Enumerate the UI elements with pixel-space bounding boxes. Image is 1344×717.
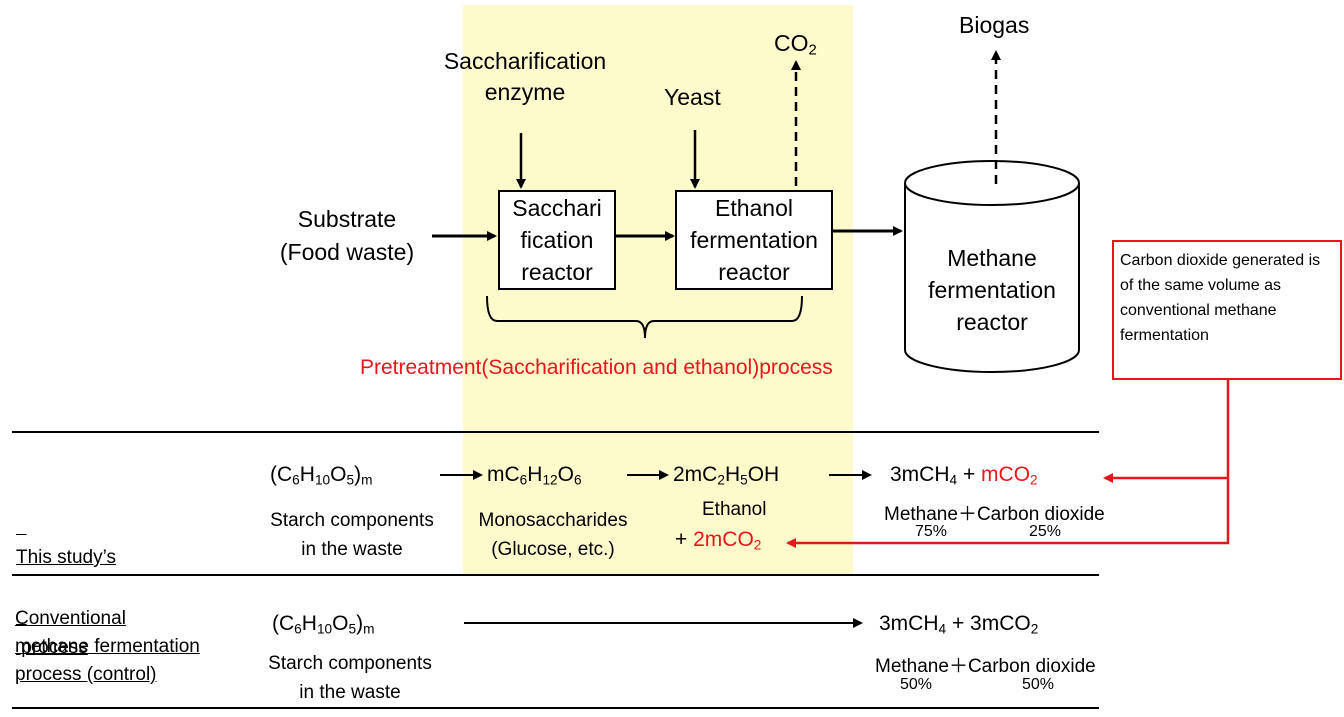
pretreatment-brace	[486, 295, 803, 339]
conv-methane-pct: 50%	[900, 676, 933, 693]
study-product-formula: 3mCH4 + mCO2	[890, 463, 1038, 488]
enzyme-label: Saccharification enzyme	[443, 48, 607, 105]
study-mono-name: Monosaccharides (Glucose, etc.)	[478, 510, 628, 560]
conv-product-formula: 3mCH4 + 3mCO2	[879, 612, 1039, 637]
conv-co2-pct: 50%	[1022, 676, 1055, 693]
yeast-label: Yeast	[664, 84, 721, 110]
saccharification-reactor: Sacchari fication reactor	[498, 190, 616, 290]
methane-reactor-label: Methane fermentation reactor	[928, 245, 1056, 335]
conv-product-names: Methane＋Carbon dioxide	[875, 656, 1096, 677]
note-connector	[1103, 379, 1230, 483]
study-product-names: Methane＋Carbon dioxide	[884, 504, 1105, 525]
pretreatment-highlight	[463, 5, 853, 575]
study-ethanol-name: Ethanol	[702, 499, 767, 520]
conventional-label: Conventional methane fermentation proces…	[15, 608, 200, 685]
note-connector-2	[786, 478, 1230, 548]
co2-label: CO2	[774, 30, 817, 59]
study-methane-pct: 75%	[915, 523, 948, 540]
study-starch-name: Starch components in the waste	[270, 510, 434, 560]
substrate-label: Substrate (Food waste)	[279, 206, 415, 265]
conv-starch-name: Starch components in the waste	[268, 653, 432, 703]
note-box: Carbon dioxide generated is of the same …	[1112, 240, 1342, 380]
study-ethanol-formula: 2mC2H5OH	[673, 463, 780, 488]
biogas-label: Biogas	[959, 12, 1030, 38]
methane-reactor-tank	[904, 160, 1080, 373]
study-starch-formula: (C6H10O5)m	[270, 463, 373, 488]
this-study-label: This study’s process	[16, 547, 116, 658]
study-mono-formula: mC6H12O6	[487, 463, 582, 488]
study-co2-pct: 25%	[1029, 523, 1062, 540]
pretreatment-label: Pretreatment(Saccharification and ethano…	[360, 356, 833, 379]
study-ethanol-co2: + 2mCO2	[675, 528, 762, 553]
ethanol-fermentation-reactor: Ethanol fermentation reactor	[675, 190, 833, 290]
conv-starch-formula: (C6H10O5)m	[272, 612, 375, 637]
